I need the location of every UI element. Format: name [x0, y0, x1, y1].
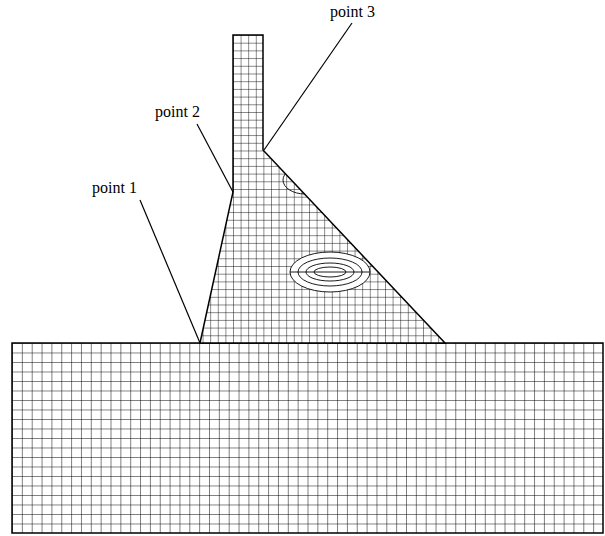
point-label: point 3: [330, 3, 375, 21]
foundation-outline: [12, 343, 603, 533]
point-label: point 2: [155, 103, 200, 121]
leader-line: [140, 200, 200, 343]
leader-line: [264, 23, 352, 150]
dam-outline: [200, 35, 445, 343]
point-label: point 1: [92, 179, 137, 197]
leader-line: [197, 124, 233, 192]
dam-mesh: [190, 30, 450, 350]
foundation-mesh: [12, 343, 603, 533]
